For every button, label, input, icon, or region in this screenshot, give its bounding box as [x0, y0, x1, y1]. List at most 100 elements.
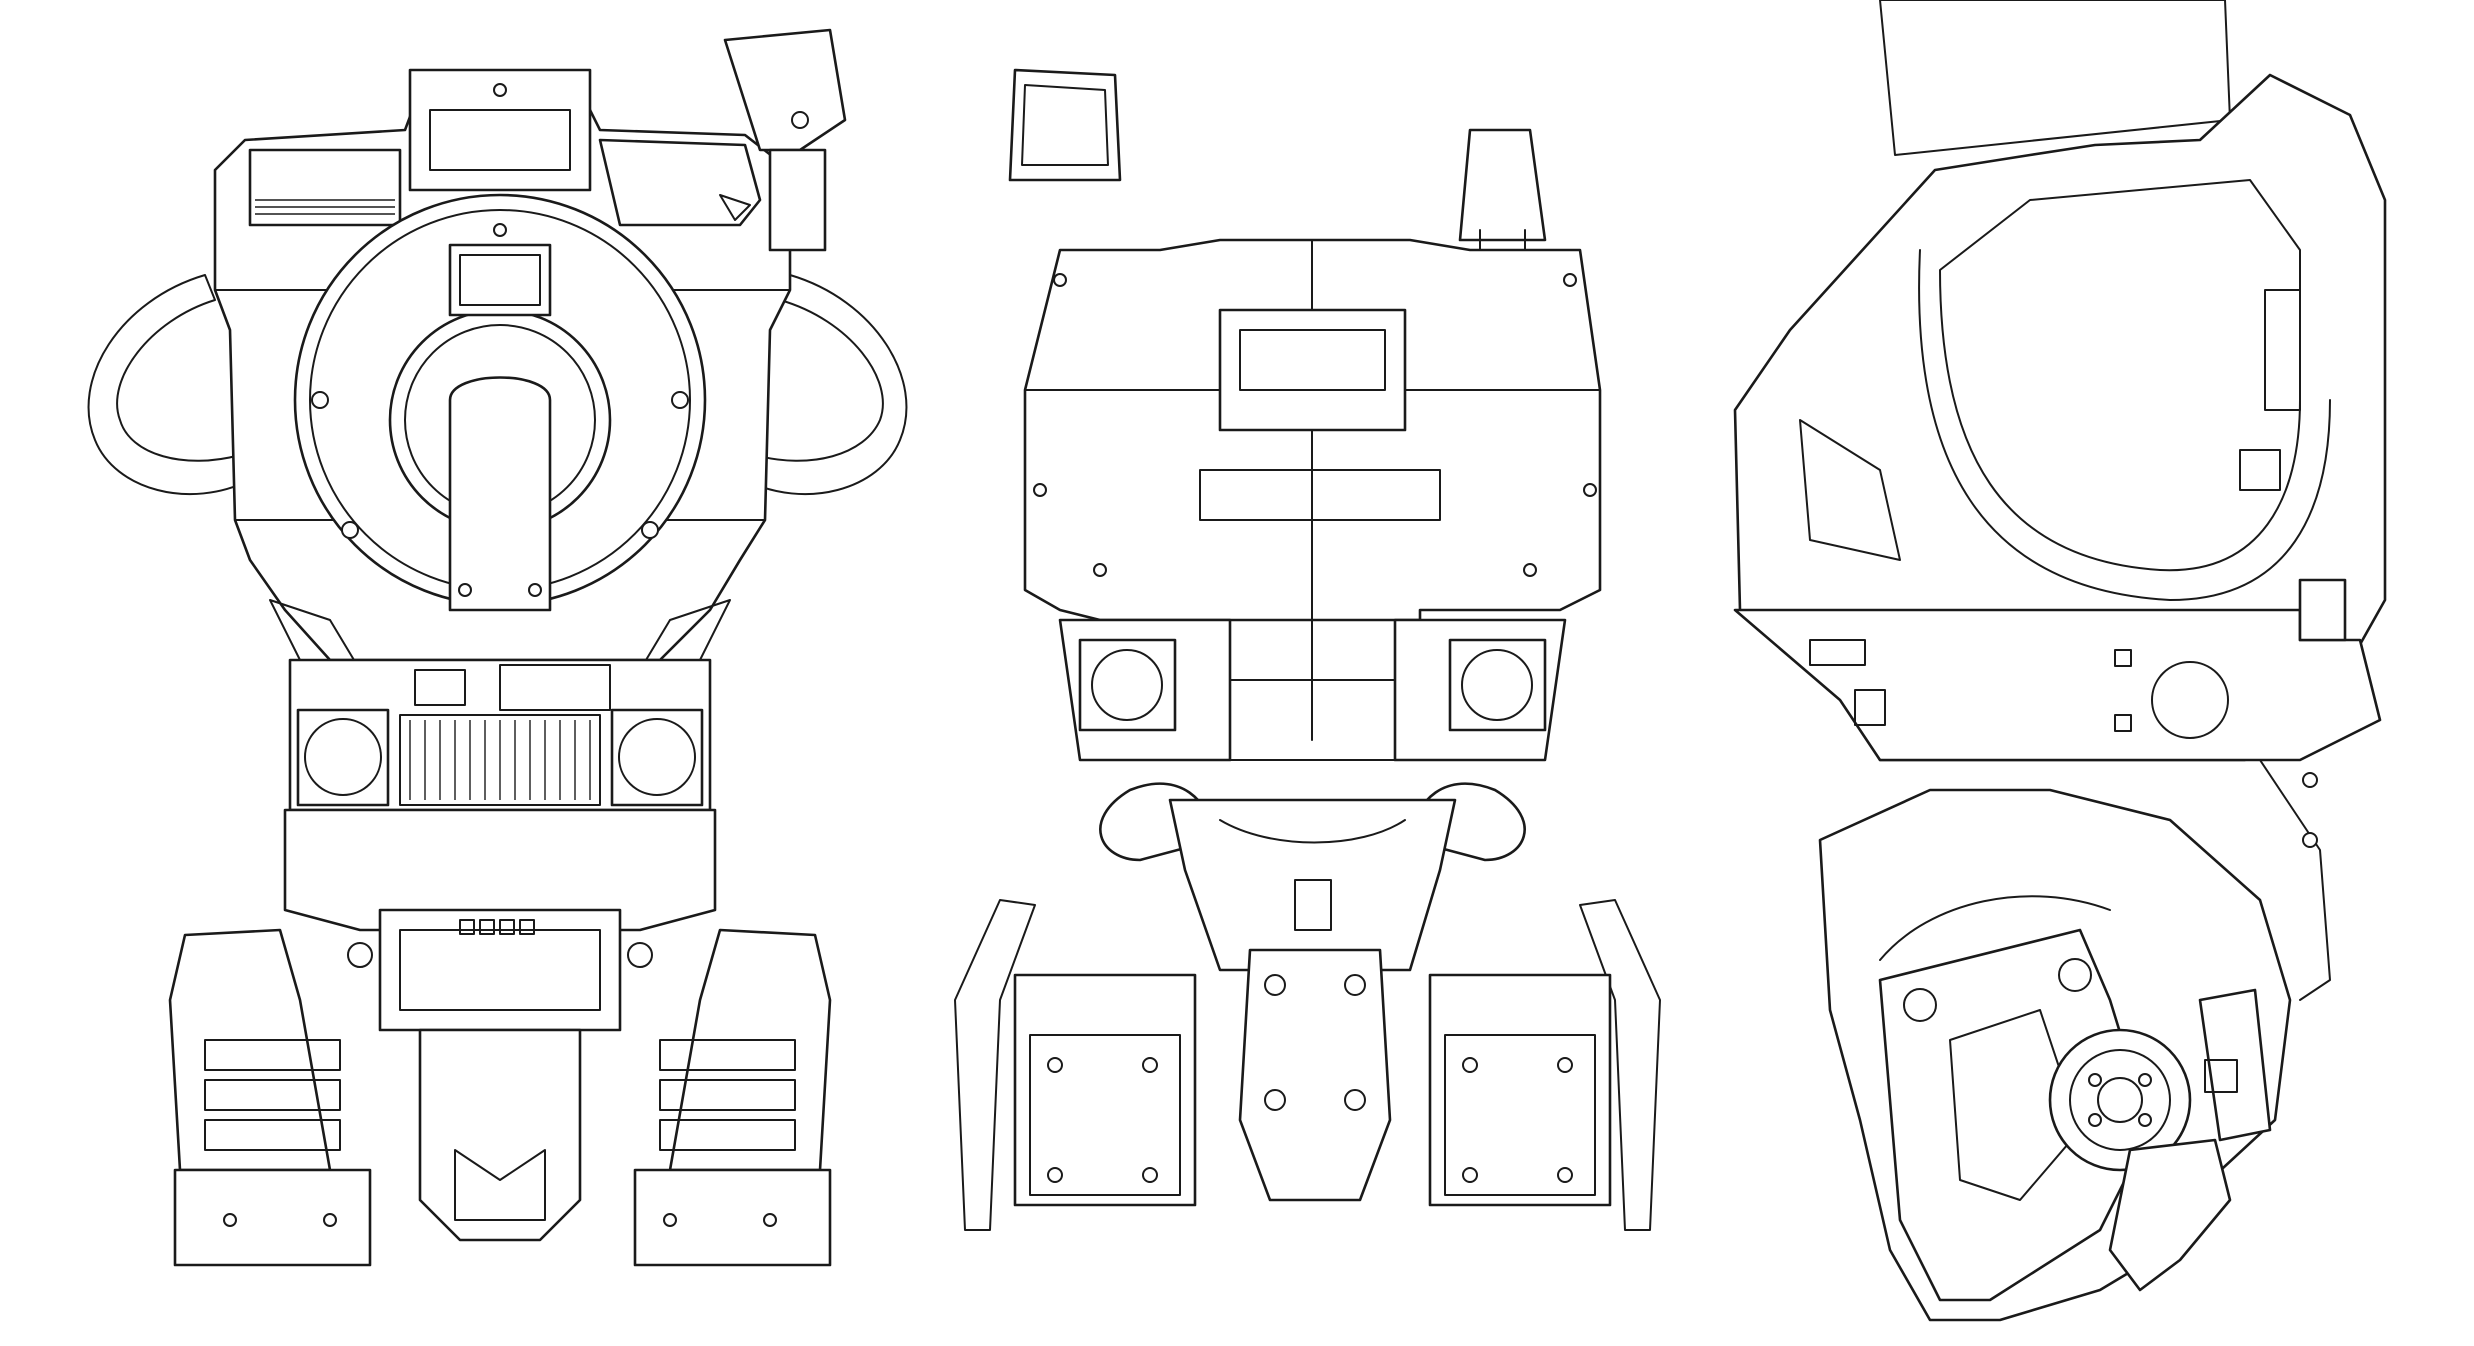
front-ring-top-hatch: [448, 243, 552, 317]
bolt: [311, 391, 329, 409]
front-waist-plate-right: [499, 664, 611, 711]
front-small-hatch: [479, 919, 495, 935]
bolt: [1047, 1057, 1063, 1073]
front-left-thigh-slot: [204, 1039, 341, 1071]
back-emblem: [1294, 879, 1332, 931]
bolt: [1462, 1167, 1478, 1183]
bolt: [1142, 1057, 1158, 1073]
bolt: [341, 521, 359, 539]
bolt: [1264, 974, 1286, 996]
front-lower-chevron: [454, 1149, 546, 1221]
bolt: [1563, 273, 1577, 287]
front-right-thigh-slot: [659, 1119, 796, 1151]
bolt: [1903, 988, 1937, 1022]
bolt: [493, 223, 507, 237]
back-lower-spine: [1238, 948, 1392, 1202]
back-view: [954, 68, 1661, 1231]
back-left-leg-box: [1013, 973, 1197, 1207]
bolt: [1033, 483, 1047, 497]
front-right-thigh: [668, 928, 832, 1172]
bolt: [2058, 958, 2092, 992]
bolt: [1557, 1057, 1573, 1073]
side-ring-opening: [1939, 179, 2301, 572]
back-center-pack: [1218, 308, 1407, 432]
bolt: [2138, 1073, 2152, 1087]
front-view: [87, 28, 908, 1267]
bolt: [323, 1213, 337, 1227]
side-vertical-slot: [2264, 289, 2301, 411]
front-camera-mount: [723, 28, 847, 152]
front-waist-plate: [414, 669, 466, 706]
front-right-fan-blade: [618, 718, 696, 796]
front-neck-bolt: [493, 83, 507, 97]
side-hip-strut: [2199, 759, 2331, 1001]
side-rear-square: [2204, 1059, 2238, 1093]
side-square-slot: [2239, 449, 2281, 491]
back-right-handle: [1458, 128, 1547, 242]
front-heatsink: [399, 714, 601, 806]
front-left-thigh-slot: [204, 1119, 341, 1151]
bolt: [1344, 974, 1366, 996]
side-top-strap: [1879, 0, 2231, 156]
front-vent-triangle: [719, 194, 751, 221]
back-pelvis: [1168, 798, 1457, 972]
bolt: [1264, 1089, 1286, 1111]
bolt: [2088, 1073, 2102, 1087]
back-right-outer-plate: [1579, 899, 1661, 1231]
front-left-thigh-slot: [204, 1079, 341, 1111]
back-right-leg-inner: [1444, 1034, 1596, 1196]
bolt: [1557, 1167, 1573, 1183]
front-heatsink-fins: [409, 720, 591, 800]
bolt: [1462, 1057, 1478, 1073]
front-camera-arm: [768, 148, 827, 252]
side-belt-square: [2114, 714, 2132, 732]
side-belt-square: [2114, 649, 2132, 667]
front-ring-top-hatch-inner: [459, 254, 541, 306]
side-lower-fairing: [2108, 1138, 2232, 1292]
side-view: [1733, 0, 2387, 1322]
back-pelvis-curve: [1219, 819, 1406, 844]
side-hip-plate: [1878, 928, 2152, 1302]
front-small-hatch: [519, 919, 535, 935]
bolt: [1047, 1167, 1063, 1183]
back-waist-center: [1229, 679, 1396, 761]
bolt: [641, 521, 659, 539]
bolt: [2088, 1113, 2102, 1127]
side-hip-plate-cutout: [1949, 1009, 2081, 1201]
front-arm-pillar: [448, 376, 552, 612]
side-belt: [1733, 608, 2382, 762]
bolt: [627, 942, 653, 968]
side-ring-rim: [1918, 249, 2331, 601]
side-hip-arc: [1879, 895, 2111, 961]
front-left-thigh: [168, 928, 332, 1172]
side-rear-bracket: [2198, 988, 2272, 1142]
front-small-hatch: [459, 919, 475, 935]
bolt: [1053, 273, 1067, 287]
back-left-fan-blade: [1091, 649, 1163, 721]
front-left-fan-blade: [304, 718, 382, 796]
back-nameplate: [1199, 469, 1441, 521]
bolt: [791, 111, 809, 129]
side-triangle-cutout: [1799, 419, 1901, 561]
front-neck-inner: [429, 109, 571, 171]
front-top-right-panel: [598, 138, 762, 227]
bolt: [2302, 832, 2318, 848]
back-left-outer-plate: [954, 899, 1036, 1231]
bolt: [1523, 563, 1537, 577]
front-small-hatch: [499, 919, 515, 935]
bolt: [1093, 563, 1107, 577]
bolt: [2302, 772, 2318, 788]
bolt: [1344, 1089, 1366, 1111]
side-belt-block: [1854, 689, 1886, 726]
front-right-thigh-slot: [659, 1039, 796, 1071]
side-hip-joint-hub: [2097, 1077, 2143, 1123]
back-right-fan-blade: [1461, 649, 1533, 721]
bolt: [663, 1213, 677, 1227]
back-right-leg-box: [1428, 973, 1612, 1207]
front-left-fan: [296, 708, 390, 807]
front-lower-spine: [418, 1028, 582, 1242]
side-edge-bracket: [2298, 578, 2347, 642]
front-top-left-panel: [248, 148, 402, 227]
